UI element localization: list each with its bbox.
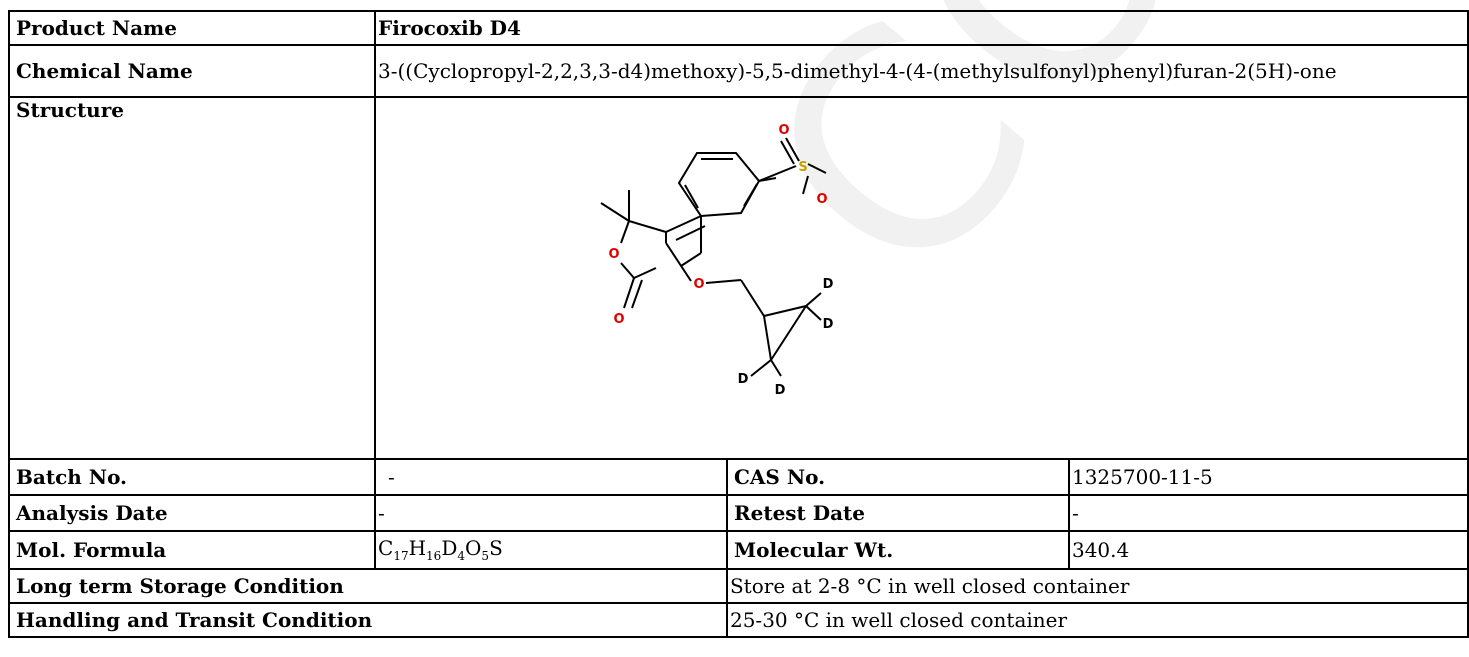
atom-o-ring: O [608, 247, 619, 262]
storage-label: Long term Storage Condition [8, 568, 728, 604]
retest-value: - [1067, 494, 1469, 532]
atom-d1: D [823, 277, 834, 292]
analysis-label: Analysis Date [8, 494, 376, 532]
structure-cell: O S O O O O D D D D [374, 96, 1469, 460]
formula-s: S [489, 536, 503, 561]
formula-h-count: 16 [426, 549, 442, 564]
retest-label: Retest Date [725, 494, 1070, 532]
formula-o: O [465, 536, 482, 561]
row-formula: Mol. Formula C17H16D4O5S Molecular Wt. 3… [8, 530, 1469, 570]
product-name-value: Firocoxib D4 [374, 10, 1469, 46]
row-chemical-name: Chemical Name 3-((Cyclopropyl-2,2,3,3-d4… [8, 44, 1469, 98]
batch-value: - [374, 458, 728, 496]
handling-value: 25-30 °C in well closed container [725, 602, 1469, 638]
formula-d: D [441, 536, 458, 561]
cas-value: 1325700-11-5 [1067, 458, 1469, 496]
formula-c-count: 17 [393, 549, 409, 564]
chemical-name-value: 3-((Cyclopropyl-2,2,3,3-d4)methoxy)-5,5-… [374, 44, 1469, 98]
atom-o-ether: O [693, 277, 704, 292]
row-handling: Handling and Transit Condition 25-30 °C … [8, 602, 1469, 638]
analysis-value: - [374, 494, 728, 532]
atom-s: S [798, 160, 807, 175]
formula-label: Mol. Formula [8, 530, 376, 570]
formula-d-count: 4 [457, 549, 466, 564]
formula-value: C17H16D4O5S [374, 530, 728, 570]
row-storage: Long term Storage Condition Store at 2-8… [8, 568, 1469, 604]
structure-diagram: O S O O O O D D D D [600, 123, 834, 398]
row-product-name: Product Name Firocoxib D4 [8, 10, 1469, 46]
atom-o-sulfonyl-top: O [778, 123, 789, 138]
atom-d2: D [823, 317, 834, 332]
formula-o-count: 5 [481, 549, 490, 564]
mw-label: Molecular Wt. [725, 530, 1070, 570]
atom-o-carbonyl: O [613, 312, 624, 327]
formula-h: H [408, 536, 427, 561]
cas-label: CAS No. [725, 458, 1070, 496]
atom-d4: D [775, 383, 786, 398]
batch-label: Batch No. [8, 458, 376, 496]
product-name-label: Product Name [8, 10, 376, 46]
mw-value: 340.4 [1067, 530, 1469, 570]
atom-o-sulfonyl-bottom: O [816, 192, 827, 207]
row-structure: Structure [8, 96, 1469, 460]
handling-label: Handling and Transit Condition [8, 602, 728, 638]
structure-label: Structure [8, 96, 376, 460]
row-analysis: Analysis Date - Retest Date - [8, 494, 1469, 532]
chemical-name-label: Chemical Name [8, 44, 376, 98]
formula-c: C [378, 536, 394, 561]
row-batch: Batch No. - CAS No. 1325700-11-5 [8, 458, 1469, 496]
atom-d3: D [738, 372, 749, 387]
storage-value: Store at 2-8 °C in well closed container [725, 568, 1469, 604]
coa-table: Product Name Firocoxib D4 Chemical Name … [8, 10, 1469, 638]
